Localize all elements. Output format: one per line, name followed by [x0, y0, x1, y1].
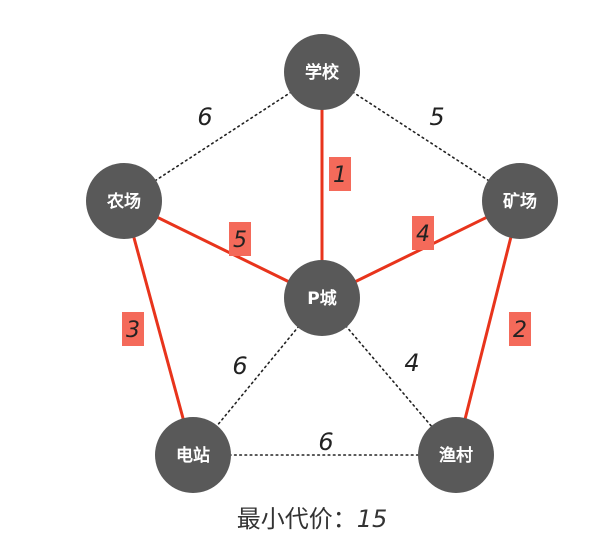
node-station[interactable]: 电站 — [155, 417, 231, 493]
node-village[interactable]: 渔村 — [418, 417, 494, 493]
node-circle-mine — [482, 163, 558, 239]
node-label-school: 学校 — [305, 62, 340, 83]
weight-badge-mine-village — [509, 312, 531, 346]
edge-school-farm — [123, 71, 323, 202]
node-farm[interactable]: 农场 — [86, 163, 162, 239]
weight-pcity-village: 4 — [404, 349, 419, 377]
weight-badge-farm-pcity — [229, 222, 251, 256]
node-label-pcity: P城 — [307, 289, 336, 309]
node-label-village: 渔村 — [439, 445, 473, 466]
node-label-station: 电站 — [176, 445, 210, 466]
node-circle-pcity — [284, 260, 360, 336]
weight-station-village: 6 — [318, 428, 333, 456]
node-circle-station — [155, 417, 231, 493]
edge-school-mine — [321, 71, 521, 202]
node-pcity[interactable]: P城 — [284, 260, 360, 336]
weight-badge-farm-station — [122, 312, 144, 346]
edge-mine-village — [454, 199, 522, 457]
total-cost-caption: 最小代价：15 — [237, 505, 388, 533]
edge-farm-station — [122, 199, 195, 457]
weight-badge-school-pcity — [329, 157, 351, 191]
weight-school-mine: 5 — [429, 103, 444, 131]
weight-school-farm: 6 — [197, 103, 212, 131]
node-label-mine: 矿场 — [503, 191, 537, 212]
weight-pcity-station: 6 — [232, 352, 247, 380]
node-school[interactable]: 学校 — [284, 34, 360, 110]
weight-badge-mine-pcity — [412, 216, 434, 250]
weight-school-pcity: 1 — [333, 163, 347, 188]
node-circle-school — [284, 34, 360, 110]
node-label-farm: 农场 — [106, 191, 141, 212]
total-cost-value: 15 — [357, 505, 388, 533]
node-circle-farm — [86, 163, 162, 239]
node-circle-village — [418, 417, 494, 493]
weight-mine-village: 2 — [513, 318, 527, 343]
weight-farm-station: 3 — [126, 318, 140, 343]
total-cost-label: 最小代价： — [237, 505, 357, 533]
node-mine[interactable]: 矿场 — [482, 163, 558, 239]
weight-mine-pcity: 4 — [416, 222, 430, 247]
weight-farm-pcity: 5 — [233, 228, 247, 253]
